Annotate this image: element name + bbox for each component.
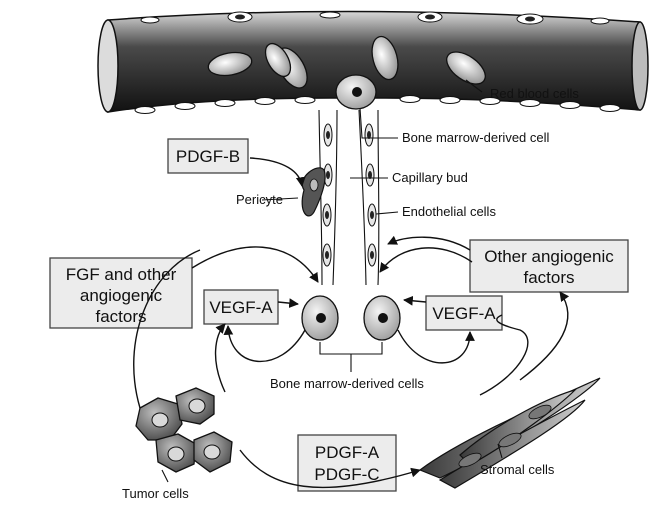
- bone-marrow-cells-tip: [301, 295, 401, 372]
- tumor-cells: [135, 387, 233, 473]
- label-endothelial-cells: Endothelial cells: [402, 204, 496, 219]
- label-capillary-bud: Capillary bud: [392, 170, 468, 185]
- stromal-cells: [418, 377, 601, 489]
- label-stromal-cells: Stromal cells: [480, 462, 555, 477]
- svg-text:factors: factors: [95, 307, 146, 326]
- svg-text:VEGF-A: VEGF-A: [432, 304, 496, 323]
- label-bone-marrow-cells: Bone marrow-derived cells: [270, 376, 424, 391]
- vegf-a-right-box: VEGF-A: [425, 295, 503, 331]
- other-angiogenic-factors-box: Other angiogenic factors: [469, 239, 629, 293]
- label-red-blood-cells: Red blood cells: [490, 86, 579, 101]
- label-bone-marrow-cell: Bone marrow-derived cell: [402, 130, 550, 145]
- label-tumor-cells: Tumor cells: [122, 486, 189, 501]
- vegf-a-left-box: VEGF-A: [203, 289, 279, 325]
- svg-text:PDGF-C: PDGF-C: [314, 465, 379, 484]
- leader-lines: [161, 79, 503, 483]
- svg-text:FGF and other: FGF and other: [66, 265, 177, 284]
- bone-marrow-cell-vessel: [335, 74, 377, 110]
- pdgf-b-box: PDGF-B: [167, 138, 249, 174]
- svg-text:angiogenic: angiogenic: [80, 286, 163, 305]
- capillary-bud: [318, 109, 380, 286]
- arrows: [133, 157, 570, 489]
- svg-text:Other angiogenic: Other angiogenic: [484, 247, 614, 266]
- svg-text:PDGF-B: PDGF-B: [176, 147, 240, 166]
- svg-text:factors: factors: [523, 268, 574, 287]
- label-pericyte: Pericyte: [236, 192, 283, 207]
- pericyte: [301, 167, 326, 217]
- pdgf-a-c-box: PDGF-A PDGF-C: [297, 434, 397, 492]
- svg-text:VEGF-A: VEGF-A: [209, 298, 273, 317]
- red-blood-cells: [207, 35, 486, 89]
- endothelial-cells: [322, 123, 377, 267]
- svg-text:PDGF-A: PDGF-A: [315, 443, 380, 462]
- fgf-factors-box: FGF and other angiogenic factors: [49, 257, 193, 329]
